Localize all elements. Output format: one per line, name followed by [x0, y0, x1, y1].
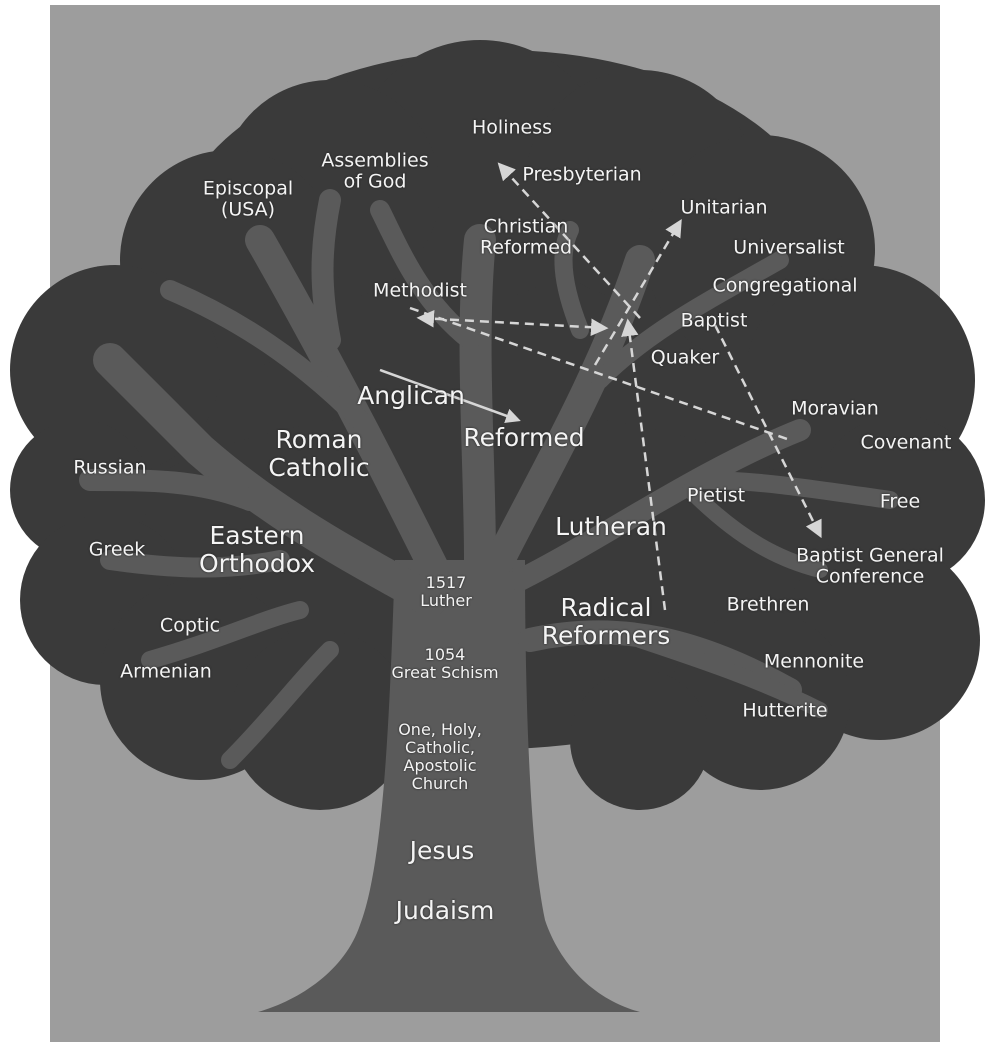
label-assemblies-of-god: Assemblies of God — [321, 149, 429, 193]
label-quaker: Quaker — [650, 346, 720, 369]
label-radical-reformers: Radical Reformers — [541, 593, 671, 650]
label-judaism: Judaism — [395, 896, 495, 925]
arrow-methodist-exchange — [416, 310, 609, 336]
label-christian-reformed: Christian Reformed — [479, 215, 573, 259]
arrow-baptist-to-holiness — [497, 162, 641, 319]
influence-arrows — [379, 162, 822, 611]
label-mennonite: Mennonite — [763, 650, 865, 673]
label-episcopal-usa: Episcopal (USA) — [202, 177, 294, 221]
label-russian: Russian — [73, 456, 147, 479]
label-1517-luther: 1517 Luther — [420, 573, 472, 610]
label-armenian: Armenian — [120, 660, 212, 683]
label-methodist: Methodist — [373, 279, 467, 302]
label-covenant: Covenant — [860, 431, 952, 454]
label-jesus: Jesus — [409, 836, 475, 865]
arrow-baptist-to-baptist-general-conference — [713, 324, 822, 539]
label-baptist: Baptist — [680, 309, 748, 332]
label-roman-catholic: Roman Catholic — [268, 425, 370, 482]
label-moravian: Moravian — [791, 397, 879, 420]
label-eastern-orthodox: Eastern Orthodox — [198, 521, 316, 578]
arrow-methodist-to-covenant — [409, 306, 791, 442]
label-greek: Greek — [88, 538, 146, 561]
label-congregational: Congregational — [712, 274, 858, 297]
label-anglican: Anglican — [357, 381, 465, 410]
label-hutterite: Hutterite — [742, 699, 828, 722]
label-1054-great-schism: 1054 Great Schism — [391, 645, 499, 682]
label-coptic: Coptic — [159, 614, 221, 637]
label-presbyterian: Presbyterian — [522, 163, 642, 186]
label-unitarian: Unitarian — [680, 196, 768, 219]
label-free: Free — [879, 490, 921, 513]
label-universalist: Universalist — [733, 236, 845, 259]
label-holiness: Holiness — [472, 116, 552, 139]
arrow-radical-reformers-to-baptist — [621, 318, 667, 611]
arrow-quaker-to-unitarian — [593, 218, 682, 366]
label-pietist: Pietist — [686, 484, 746, 507]
label-baptist-general-conference: Baptist General Conference — [796, 544, 944, 588]
label-lutheran: Lutheran — [555, 512, 667, 541]
arrow-anglican-to-reformed — [379, 368, 521, 423]
label-reformed: Reformed — [463, 423, 585, 452]
label-one-holy-catholic-apostolic-church: One, Holy, Catholic, Apostolic Church — [398, 720, 482, 793]
label-brethren: Brethren — [726, 593, 810, 616]
